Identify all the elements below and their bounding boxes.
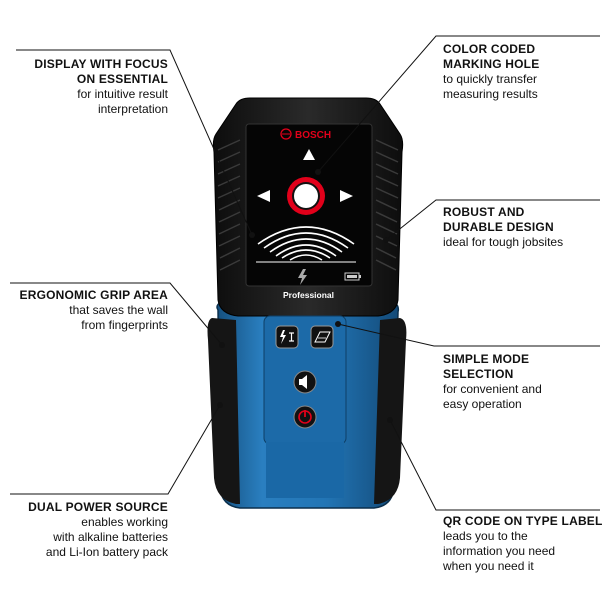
model-label: Professional xyxy=(283,290,334,300)
callout-qr-heading: QR CODE ON TYPE LABEL xyxy=(443,514,603,528)
bosch-logo-icon xyxy=(280,128,292,140)
leader-lines xyxy=(10,35,600,511)
arrow-left-icon xyxy=(257,190,270,202)
bolt-icon xyxy=(298,269,307,285)
right-ribs xyxy=(375,139,399,271)
signal-waves-icon xyxy=(257,226,355,261)
callout-grip-heading: ERGONOMIC GRIP AREA xyxy=(19,288,168,302)
brand-name: BOSCH xyxy=(295,130,331,141)
arrow-right-icon xyxy=(340,190,353,202)
material-mode-button[interactable] xyxy=(310,325,334,349)
speaker-icon xyxy=(299,375,307,389)
leader-dots xyxy=(217,169,393,423)
sound-button[interactable] xyxy=(293,370,317,394)
left-bumper xyxy=(207,318,240,504)
left-ribs xyxy=(217,139,241,271)
callout-power-heading: DUAL POWER SOURCE xyxy=(28,500,168,514)
callout-robust-desc: ideal for tough jobsites xyxy=(443,235,564,249)
mode-button[interactable] xyxy=(275,325,299,349)
arrow-up-icon xyxy=(303,149,315,160)
right-bumper xyxy=(374,318,407,504)
power-button[interactable] xyxy=(293,405,317,429)
